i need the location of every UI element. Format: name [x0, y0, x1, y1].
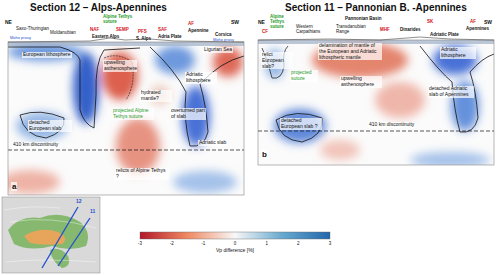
fault-label: AF: [188, 21, 194, 26]
annotation: European lithosphere: [22, 52, 72, 58]
region-label: Saxo-Thuringian: [16, 26, 49, 31]
region-label: Moldanubian: [50, 30, 76, 35]
annotation: Adriatic slab: [198, 140, 227, 146]
velocity-anomalies: [258, 40, 494, 165]
tick-label: -1: [201, 241, 205, 246]
fault-label: PFS: [138, 29, 147, 34]
suture-label: Alpine Tethys suture: [103, 14, 135, 24]
annotation: relicts of Alpine Tethys ?: [115, 168, 169, 180]
moho-label: Moho proxy: [213, 38, 234, 43]
location-map: [2, 197, 100, 273]
region-label: Corsica: [215, 32, 232, 37]
annotation: hydrated mantle?: [140, 90, 172, 102]
tick-label: 3: [329, 241, 332, 246]
region-label: Adriatic Plate: [430, 32, 459, 37]
colour-bar: [140, 232, 330, 239]
moho-label: Moho proxy: [10, 36, 31, 41]
annotation: relict European slab?: [261, 52, 293, 69]
tick-label: 2: [297, 241, 300, 246]
section-frame: [258, 40, 494, 165]
region-label: Pannonian Basin: [345, 16, 382, 21]
section-number: 11: [90, 209, 95, 215]
region-label: Apennines: [466, 26, 489, 31]
tick-label: 0: [234, 241, 237, 246]
annotation: Adriatic lithosphere: [440, 47, 476, 59]
fault-label: AF: [470, 19, 476, 24]
panel-letter: b: [261, 150, 268, 159]
fault-label: SK: [427, 19, 433, 24]
annotation: 410 km discontinuity: [368, 122, 415, 128]
panel-title: Section 11 – Pannonian B. -Apennines: [285, 2, 467, 14]
region-label: Dinarides: [400, 27, 421, 32]
fault-label: NAF: [90, 27, 99, 32]
annotation: delamination of mantle of the European a…: [318, 43, 382, 60]
annotation: upwelling asthenosphere: [340, 76, 382, 88]
tick-label: 1: [265, 241, 268, 246]
region-label: Apennine: [188, 28, 209, 33]
annotation: upwelling asthenosphere: [103, 60, 137, 72]
annotation: detached European slab: [28, 120, 72, 132]
direction-label: SW: [484, 20, 492, 26]
suture-label: projected Alpine Tethys suture: [112, 108, 154, 120]
region-label: Transdanubian Range: [336, 24, 370, 34]
direction-label: NE: [258, 20, 265, 26]
region-label: Eastern Alps: [92, 34, 119, 39]
annotation: overturned part of slab: [170, 108, 206, 120]
annotation: Ligurian Sea: [203, 47, 233, 53]
panel-title: Section 12 – Alps-Apennines: [30, 2, 167, 14]
suture-label: Alpine Tethys suture: [270, 14, 296, 30]
tick-label: -2: [170, 241, 174, 246]
tick-label: -3: [138, 241, 142, 246]
fault-label: SEMP: [116, 27, 129, 32]
region-label: Adria Plate: [158, 34, 182, 39]
annotation: detached Adriatic slab of Apennines: [428, 86, 474, 98]
suture-label: projected suture: [290, 70, 318, 82]
panel-letter: a: [11, 182, 17, 191]
fault-label: SAF: [158, 27, 167, 32]
fault-label: MHF: [380, 27, 390, 32]
annotation: Adriatic lithosphere: [185, 72, 217, 84]
annotation: 410 km discontinuity: [12, 142, 59, 148]
direction-label: SW: [231, 20, 239, 26]
direction-label: NE: [5, 20, 12, 26]
region-label: S. Alps: [136, 36, 151, 41]
region-label: Western Carpathians: [296, 24, 326, 34]
axis-label: Vp difference [%]: [216, 248, 254, 254]
section-number: 12: [76, 199, 82, 205]
annotation: detached European slab ?: [280, 118, 322, 130]
velocity-anomalies: [8, 42, 244, 194]
fault-label: CF: [262, 29, 268, 34]
